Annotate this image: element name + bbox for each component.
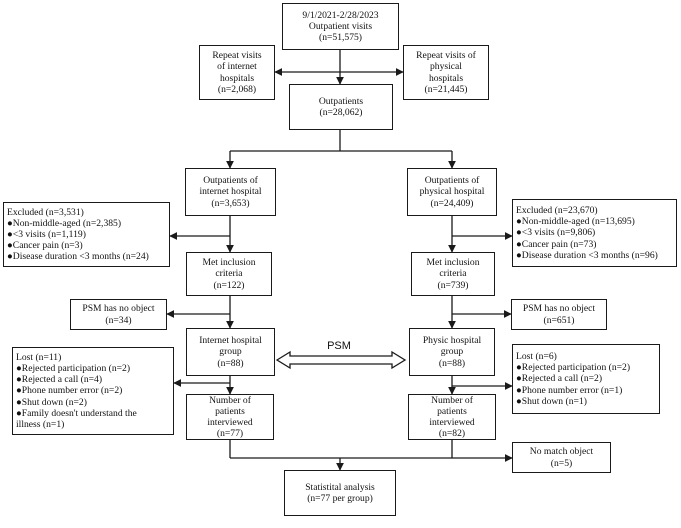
op-internet-line-2: internet hospital (199, 186, 262, 198)
psm-no-object-left-box: PSM has no object (n=34) (70, 299, 167, 330)
internet-group-box: Internet hospital group (n=88) (186, 328, 275, 376)
op-internet-line-3: (n=3,653) (211, 197, 250, 209)
repeat-physical-line-4: (n=21,445) (424, 83, 468, 95)
statistical-analysis-box: Statistital analysis (n=77 per group) (284, 470, 396, 516)
interviewed-internet-box: Number of patients interviewed (n=77) (186, 394, 274, 440)
psm-no-object-left-line-2: (n=34) (105, 314, 132, 326)
psm-no-object-right-line-2: (n=651) (543, 314, 575, 326)
excluded-left-box: Excluded (n=3,531) ●Non-middle-aged (n=2… (3, 202, 170, 267)
met-physical-line-2: criteria (439, 268, 467, 280)
lost-left-line-7: illness (n=1) (16, 418, 65, 430)
lost-right-box: Lost (n=6) ●Rejected participation (n=2)… (512, 344, 660, 414)
met-internet-line-2: criteria (215, 268, 243, 280)
psm-no-object-right-box: PSM has no object (n=651) (511, 299, 607, 330)
excluded-right-line-2: ●Non-middle-aged (n=13,695) (516, 216, 635, 228)
lost-left-line-5: ●Shut down (n=2) (16, 396, 87, 408)
outpatient-visits-line-2: Outpatient visits (308, 20, 373, 32)
lost-right-line-4: ●Phone number error (n=1) (516, 384, 623, 396)
lost-right-line-5: ●Shut down (n=1) (516, 395, 587, 407)
repeat-physical-line-3: hospitals (428, 72, 464, 84)
interviewed-internet-line-3: interviewed (207, 417, 253, 428)
excluded-left-line-2: ●Non-middle-aged (n=2,385) (7, 217, 122, 229)
psm-label: PSM (327, 340, 351, 352)
met-physical-box: Met inclusion criteria (n=739) (411, 252, 495, 296)
lost-left-line-1: Lost (n=11) (16, 352, 62, 364)
internet-group-line-1: Internet hospital (199, 335, 262, 347)
met-internet-box: Met inclusion criteria (n=122) (186, 252, 272, 296)
no-match-line-1: No match object (529, 446, 594, 458)
lost-right-line-2: ●Rejected participation (n=2) (516, 362, 631, 374)
lost-right-line-1: Lost (n=6) (516, 351, 557, 363)
excluded-right-line-4: ●Cancer pain (n=73) (516, 238, 597, 250)
no-match-box: No match object (n=5) (512, 442, 611, 473)
excluded-right-box: Excluded (n=23,670) ●Non-middle-aged (n=… (512, 199, 677, 267)
repeat-internet-line-2: of internet (217, 61, 257, 73)
excluded-left-line-3: ●<3 visits (n=1,119) (7, 228, 86, 240)
op-physical-line-2: physical hospital (419, 186, 485, 198)
repeat-internet-line-3: hospitals (219, 72, 255, 84)
repeat-internet-line-1: Repeat visits (212, 50, 262, 62)
op-physical-line-1: Outpatients of (424, 175, 480, 187)
excluded-right-line-3: ●<3 visits (n=9,806) (516, 227, 596, 239)
physic-group-line-1: Physic hospital (422, 335, 482, 347)
excluded-left-line-5: ●Disease duration <3 months (n=24) (7, 251, 149, 263)
outpatients-box: Outpatients (n=28,062) (289, 84, 393, 130)
lost-left-line-4: ●Phone number error (n=2) (16, 385, 123, 397)
interviewed-physical-box: Number of patients interviewed (n=82) (408, 394, 496, 440)
excluded-right-line-1: Excluded (n=23,670) (516, 205, 598, 217)
repeat-physical-box: Repeat visits of physical hospitals (n=2… (403, 45, 489, 100)
met-physical-line-1: Met inclusion (426, 257, 480, 269)
lost-left-box: Lost (n=11) ●Rejected participation (n=2… (12, 347, 174, 435)
statistical-analysis-line-2: (n=77 per group) (307, 493, 373, 504)
physic-group-line-2: group (440, 346, 464, 358)
interviewed-physical-line-3: interviewed (429, 417, 475, 428)
lost-left-line-6: ●Family doesn't understand the (16, 407, 137, 419)
repeat-internet-box: Repeat visits of internet hospitals (n=2… (199, 45, 275, 100)
repeat-physical-line-1: Repeat visits of (416, 50, 476, 62)
repeat-physical-line-2: physical (430, 61, 462, 73)
interviewed-internet-line-4: (n=77) (216, 428, 244, 440)
outpatients-line-2: (n=28,062) (319, 107, 363, 118)
lost-left-line-2: ●Rejected participation (n=2) (16, 363, 131, 375)
op-physical-box: Outpatients of physical hospital (n=24,4… (407, 168, 497, 216)
physic-group-line-3: (n=88) (438, 357, 466, 369)
interviewed-physical-line-4: (n=82) (438, 428, 466, 440)
outpatient-visits-line-1: 9/1/2021-2/28/2023 (302, 9, 379, 21)
internet-group-line-3: (n=88) (217, 357, 244, 369)
no-match-line-2: (n=5) (550, 457, 573, 469)
internet-group-line-2: group (219, 346, 242, 358)
excluded-left-line-1: Excluded (n=3,531) (7, 206, 84, 218)
op-internet-box: Outpatients of internet hospital (n=3,65… (185, 168, 276, 216)
met-internet-line-3: (n=122) (213, 279, 245, 291)
met-internet-line-1: Met inclusion (202, 257, 256, 269)
interviewed-physical-line-1: Number of (431, 394, 473, 406)
statistical-analysis-line-1: Statistital analysis (305, 481, 375, 493)
psm-no-object-left-line-1: PSM has no object (82, 303, 155, 315)
met-physical-line-3: (n=739) (437, 279, 469, 291)
interviewed-internet-line-2: patients (215, 405, 245, 417)
interviewed-internet-line-1: Number of (209, 394, 251, 406)
lost-right-line-3: ●Rejected a call (n=2) (516, 373, 603, 385)
repeat-internet-line-4: (n=2,068) (217, 83, 257, 95)
outpatient-visits-line-3: (n=51,575) (319, 32, 362, 44)
psm-double-arrow (275, 350, 407, 370)
excluded-left-line-4: ●Cancer pain (n=3) (7, 240, 83, 252)
outpatients-line-1: Outpatients (318, 95, 364, 107)
interviewed-physical-line-2: patients (437, 405, 467, 417)
op-internet-line-1: Outpatients of (203, 175, 258, 187)
excluded-right-line-5: ●Disease duration <3 months (n=96) (516, 249, 658, 261)
psm-no-object-right-line-1: PSM has no object (522, 303, 596, 315)
op-physical-line-3: (n=24,409) (430, 197, 474, 209)
outpatient-visits-box: 9/1/2021-2/28/2023 Outpatient visits (n=… (282, 3, 399, 50)
physic-group-box: Physic hospital group (n=88) (409, 328, 495, 376)
lost-left-line-3: ●Rejected a call (n=4) (16, 374, 103, 386)
